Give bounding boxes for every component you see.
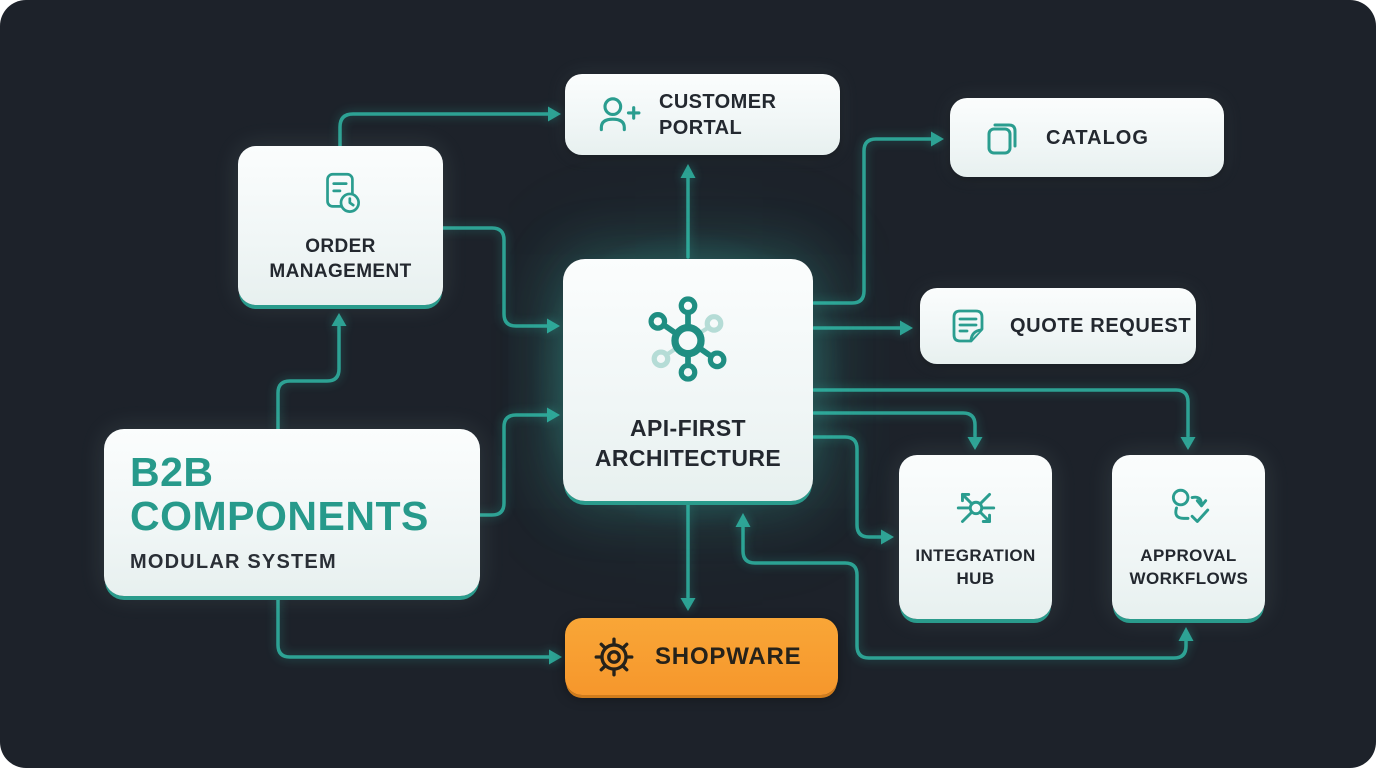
edge-api-first-approval-workflows-bidirectional [735,513,1194,660]
node-label: ORDER MANAGEMENT [269,235,412,282]
node-catalog: CATALOG [950,98,1224,177]
node-label: QUOTE REQUEST [1010,315,1192,337]
node-label: INTEGRATION HUB [915,546,1036,588]
edge-api-first-to-integration-hub-left [812,435,894,545]
edge-api-first-to-catalog [812,131,944,305]
diagram-title: B2B COMPONENTS [130,449,429,539]
network-hub-icon [636,286,740,390]
edge-api-first-to-integration-hub-top [812,411,983,450]
user-plus-icon [593,91,641,139]
hub-arrows-icon [951,484,1001,534]
edge-b2b-to-order-management [276,313,347,432]
node-order-management: ORDER MANAGEMENT [238,146,443,305]
node-api-first-architecture: API-FIRST ARCHITECTURE [563,259,813,501]
edge-b2b-to-api-first [450,407,560,517]
edge-api-first-to-shopware [680,501,696,611]
node-customer-portal: CUSTOMER PORTAL [565,74,840,155]
node-approval-workflows: APPROVAL WORKFLOWS [1112,455,1265,619]
gear-icon [591,634,637,680]
document-clock-icon [313,167,369,223]
node-label: APPROVAL WORKFLOWS [1129,546,1249,588]
node-integration-hub: INTEGRATION HUB [899,455,1052,619]
node-b2b-components: B2B COMPONENTS MODULAR SYSTEM [104,429,480,596]
node-label: API-FIRST ARCHITECTURE [594,415,782,471]
node-shopware: SHOPWARE [565,618,838,695]
node-label: CUSTOMER PORTAL [659,90,777,139]
node-quote-request: QUOTE REQUEST [920,288,1196,364]
edge-api-first-to-quote-request [812,320,913,336]
document-lines-icon [946,304,990,348]
edge-order-management-to-api-first [438,226,560,334]
node-label: CATALOG [1046,126,1149,149]
edge-api-first-to-customer-portal [680,164,696,259]
edge-order-management-to-customer-portal [338,106,561,148]
user-check-cycle-icon [1164,484,1214,534]
node-label: SHOPWARE [655,642,802,670]
edge-b2b-to-shopware [276,592,562,665]
diagram-subtitle: MODULAR SYSTEM [130,550,337,573]
edge-api-first-to-approval-workflows-top [812,388,1196,450]
copy-pages-icon [978,116,1022,160]
